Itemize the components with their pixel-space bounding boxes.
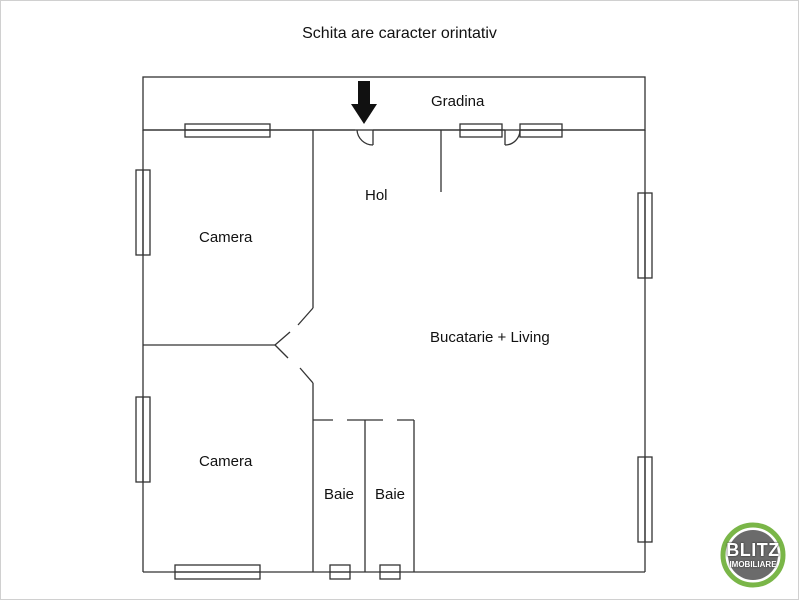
- logo-sub-text: IMOBILIARE: [729, 560, 777, 569]
- logo-main-text: BLITZ: [726, 540, 780, 560]
- blitz-logo: BLITZ IMOBILIARE: [718, 520, 788, 590]
- room-label-garden: Gradina: [431, 93, 485, 110]
- plan-caption: Schita are caracter orintativ: [302, 25, 497, 42]
- entrance-arrow-icon: [351, 81, 377, 124]
- room-label-bedroom-bottom: Camera: [199, 453, 253, 470]
- blitz-logo-badge: [720, 522, 786, 588]
- room-label-kitchen-living: Bucatarie + Living: [430, 329, 550, 346]
- room-label-bedroom-top: Camera: [199, 229, 253, 246]
- room-label-bath-left: Baie: [324, 486, 355, 503]
- room-label-bath-right: Baie: [375, 486, 406, 503]
- garden-area: [142, 76, 646, 131]
- room-label-hall: Hol: [365, 187, 388, 204]
